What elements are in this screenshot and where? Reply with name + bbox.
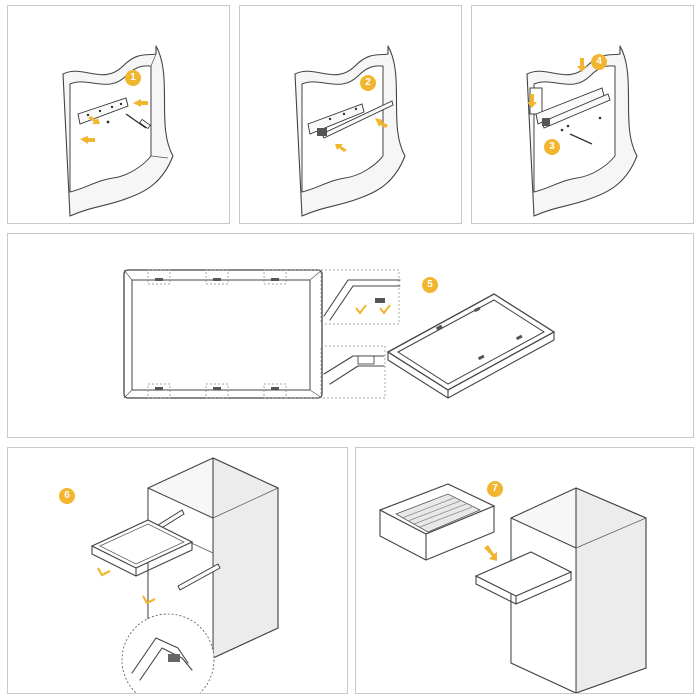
step-panel-3-4: 4 3 — [471, 5, 694, 224]
step-number-badge: 4 — [591, 54, 607, 70]
step-number-badge: 1 — [125, 70, 141, 86]
assembled-frame — [386, 293, 556, 399]
mounting-rail — [307, 100, 394, 139]
step-panel-7: 7 — [355, 447, 694, 694]
screwdriver-icon — [125, 113, 151, 130]
drawer-frame — [123, 269, 323, 399]
step-number-badge: 6 — [59, 488, 75, 504]
drawer-frame — [90, 519, 194, 577]
step-panel-6: 6 — [7, 447, 348, 694]
frame-insert-illustration — [90, 457, 279, 693]
arrow-icon — [80, 99, 148, 144]
drawer-frame — [474, 551, 573, 605]
step-number-badge: 3 — [544, 139, 560, 155]
arrow-icon — [527, 58, 587, 108]
step-panel-1: 1 — [7, 5, 230, 224]
step-panel-2: 2 — [239, 5, 462, 224]
wire-basket — [378, 483, 496, 561]
arrow-icon — [484, 545, 497, 561]
arrow-icon — [335, 118, 388, 152]
detail-view-clip — [320, 345, 386, 399]
cabinet — [510, 487, 647, 693]
screw-icon — [560, 116, 602, 145]
detail-view-latch — [121, 613, 215, 693]
step-number-badge: 2 — [360, 75, 376, 91]
slide-rail-illustration — [294, 45, 406, 217]
step-panel-5: 5 — [7, 233, 694, 438]
cabinet-wall-illustration — [62, 45, 174, 217]
detail-view-corner — [320, 269, 401, 325]
slide-rail-screw-illustration — [526, 45, 638, 217]
basket-placement-illustration — [378, 483, 647, 693]
mounting-rail — [535, 87, 611, 129]
arrow-icon — [97, 567, 156, 605]
frame-assembly-illustration — [123, 269, 556, 399]
step-number-badge: 5 — [422, 277, 438, 293]
step-number-badge: 7 — [487, 481, 503, 497]
